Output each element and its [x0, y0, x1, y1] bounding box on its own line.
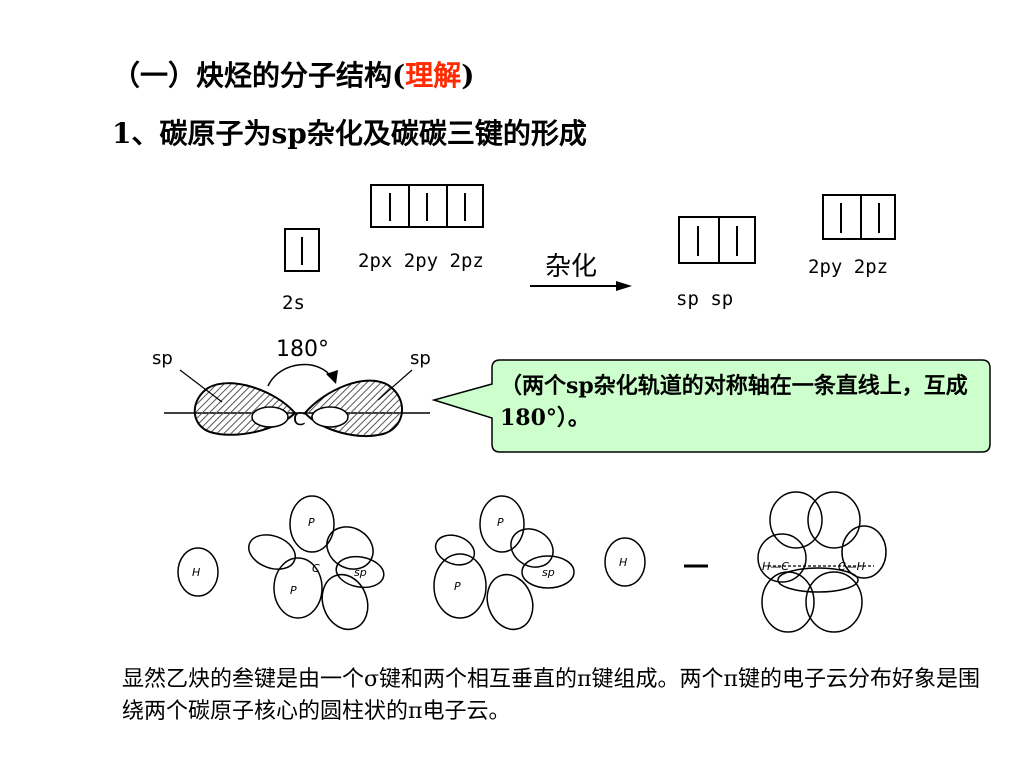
sp-angle-label: 180° [276, 337, 329, 362]
label-2p: 2px 2py 2pz [358, 250, 484, 272]
hybridization-arrow-icon [530, 281, 632, 291]
hybridization-label: 杂化 [545, 252, 598, 282]
orbital-box-2s [284, 228, 320, 272]
sp-orbital-diagram: C 180° sp sp [152, 337, 431, 438]
sp-right-label: sp [410, 348, 431, 369]
subheading: 1、碳原子为sp杂化及碳碳三键的形成 [112, 117, 587, 150]
sp-left-label: sp [152, 348, 173, 369]
orbital-box-2p [370, 184, 484, 228]
p-label-1: P [308, 516, 315, 529]
heading-highlight: 理解 [405, 59, 462, 92]
label-sp: sp sp [676, 288, 734, 310]
orbital-box-sp [678, 216, 756, 264]
heading-suffix: ) [461, 59, 475, 92]
sp-label-pi-1: sp [354, 566, 367, 579]
angle-arrow-icon [326, 370, 338, 384]
p-label-2: P [290, 584, 297, 597]
orbital-box-remaining-p [822, 194, 896, 240]
c-label-1: C [312, 562, 320, 575]
heading-prefix: （一）炔烃的分子结构( [112, 59, 406, 92]
sp-label-pi-2: sp [542, 566, 555, 579]
h-atom-right: H [619, 556, 627, 569]
pi-bond-diagram: H P P C sp P P sp H H—C C—H [177, 491, 887, 633]
conclusion-text: 显然乙炔的叁键是由一个σ键和两个相互垂直的π键组成。两个π键的电子云分布好象是围… [122, 667, 980, 724]
bond-left-label: H—C [762, 560, 789, 573]
bond-right-label: C—H [838, 560, 865, 573]
p-label-4: P [454, 580, 461, 593]
sp-center-atom: C [293, 409, 306, 430]
section-heading: （一）炔烃的分子结构(理解) [112, 54, 475, 94]
callout-bubble [431, 359, 991, 453]
label-remaining-p: 2py 2pz [808, 256, 889, 278]
callout-text: （两个sp杂化轨道的对称轴在一条直线上，互成180°）。 [500, 373, 968, 431]
p-label-3: P [497, 516, 504, 529]
h-atom-left: H [192, 566, 200, 579]
label-2s: 2s [282, 292, 305, 314]
